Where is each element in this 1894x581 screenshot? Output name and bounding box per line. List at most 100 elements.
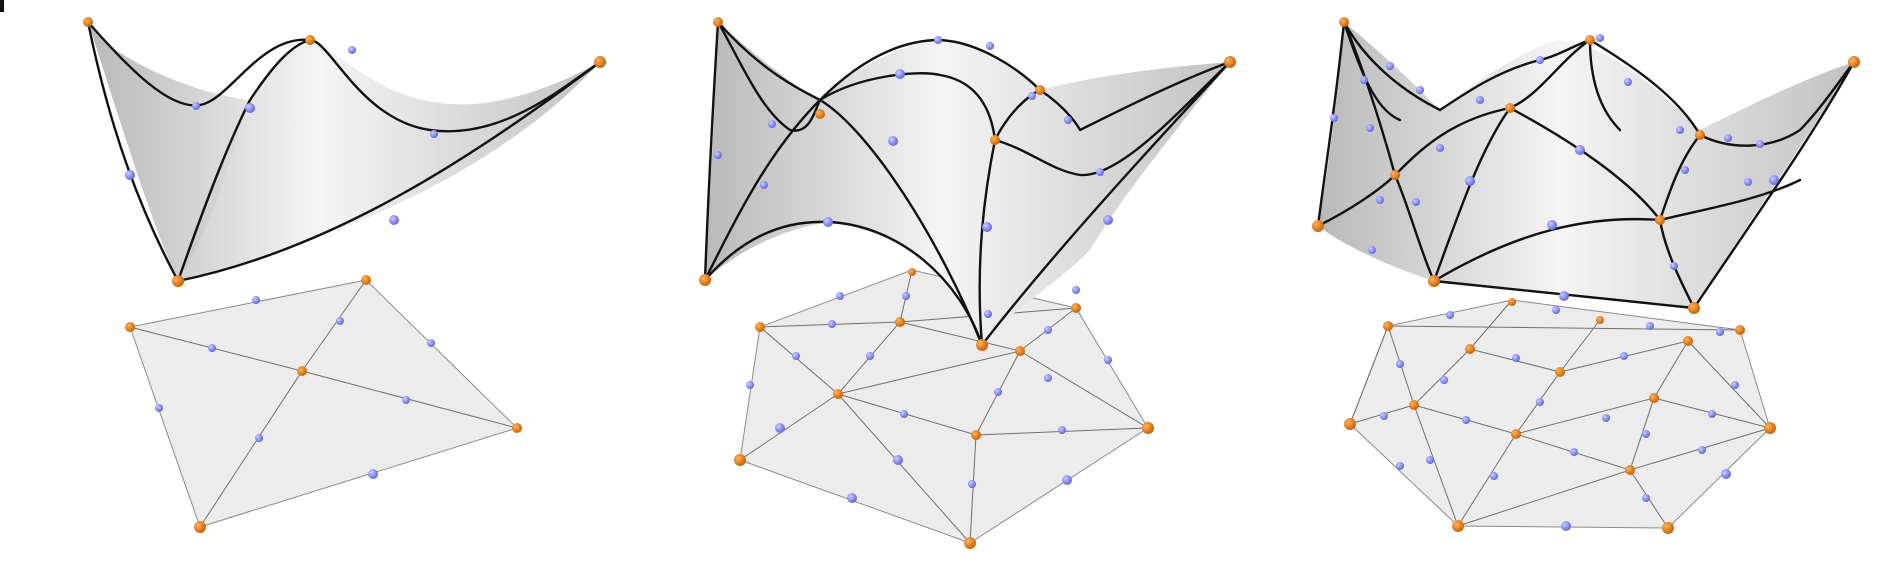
panel-3-surface [1316, 20, 1856, 310]
panel-1-surface-edge [86, 20, 312, 107]
blue-midpoint-icon [1062, 475, 1072, 485]
blue-midpoint-icon [1769, 175, 1779, 185]
blue-midpoint-icon [125, 170, 135, 180]
orange-vertex-icon [1015, 346, 1025, 356]
orange-vertex-icon [1383, 321, 1393, 331]
blue-midpoint-icon [1044, 374, 1052, 382]
orange-vertex-icon [1848, 56, 1860, 68]
blue-midpoint-icon [1103, 215, 1113, 225]
panel-1-vertices [83, 17, 606, 533]
orange-vertex-icon [990, 135, 1000, 145]
blue-midpoint-icon [982, 222, 992, 232]
panel-2-mesh-edge [899, 321, 1021, 352]
blue-midpoint-icon [208, 344, 216, 352]
blue-midpoint-icon [994, 388, 1002, 396]
panel-2-surface-edge [978, 88, 1042, 347]
blue-midpoint-icon [1602, 414, 1610, 422]
blue-midpoint-icon [1462, 416, 1470, 424]
panel-3 [1312, 17, 1860, 534]
orange-vertex-icon [125, 322, 135, 332]
blue-midpoint-icon [714, 151, 722, 159]
panel-3-mesh-edge [1559, 319, 1601, 373]
blue-midpoint-icon [430, 130, 438, 138]
panel-3-surface-edge [1658, 133, 1702, 222]
panel-1-surface-edge [308, 38, 602, 133]
panel-3-surface-edge [1316, 20, 1346, 228]
panel-3-surface-edge [1342, 20, 1402, 122]
blue-midpoint-icon [1058, 426, 1066, 434]
orange-vertex-icon [1508, 298, 1516, 306]
panel-2-mesh-edge [1019, 350, 1149, 429]
blue-midpoint-icon [1396, 360, 1404, 368]
blue-midpoint-icon [245, 103, 255, 113]
orange-vertex-icon [1339, 17, 1349, 27]
blue-midpoint-icon [1368, 246, 1376, 254]
panel-2-surface-edge [1038, 60, 1232, 132]
orange-vertex-icon [1142, 422, 1154, 434]
panel-2-surface-edge [716, 20, 822, 102]
panel-2-surface-edge [993, 60, 1232, 177]
blue-midpoint-icon [1570, 448, 1578, 456]
panel-3-mesh-edge [1413, 404, 1459, 527]
blue-midpoint-icon [1440, 376, 1448, 384]
blue-midpoint-icon [1547, 220, 1557, 230]
orange-vertex-icon [361, 275, 371, 285]
blue-midpoint-icon [348, 46, 356, 54]
blue-midpoint-icon [1044, 326, 1052, 334]
orange-vertex-icon [964, 537, 976, 549]
blue-midpoint-icon [895, 69, 905, 79]
blue-midpoint-icon [847, 493, 857, 503]
blue-midpoint-icon [768, 120, 776, 128]
blue-midpoint-icon [746, 381, 754, 389]
blue-midpoint-icon [1620, 352, 1628, 360]
blue-midpoint-icon [986, 42, 994, 50]
panel-3-surface-edge [1438, 38, 1592, 112]
orange-vertex-icon [1035, 85, 1045, 95]
blue-midpoint-icon [984, 310, 992, 318]
blue-midpoint-icon [1366, 124, 1374, 132]
blue-midpoint-icon [368, 469, 378, 479]
blue-midpoint-icon [1536, 56, 1544, 64]
orange-vertex-icon [734, 454, 746, 466]
blue-midpoint-icon [1446, 311, 1454, 319]
orange-vertex-icon [1555, 367, 1565, 377]
panel-1-mesh-edge [129, 326, 303, 372]
blue-midpoint-icon [792, 352, 800, 360]
blue-midpoint-icon [775, 423, 785, 433]
orange-vertex-icon [1649, 393, 1659, 403]
panel-3-mesh-edge [1457, 469, 1631, 527]
panel-3-mesh-edge [1387, 325, 1741, 331]
blue-midpoint-icon [1536, 398, 1544, 406]
blue-midpoint-icon [389, 215, 399, 225]
blue-midpoint-icon [1028, 92, 1036, 100]
blue-midpoint-icon [934, 36, 942, 44]
blue-midpoint-icon [1744, 178, 1752, 186]
blue-midpoint-icon [1465, 176, 1475, 186]
blue-midpoint-icon [1064, 116, 1072, 124]
blue-midpoint-icon [1386, 62, 1394, 70]
panel-3-mesh-edge [1515, 397, 1655, 435]
panel-3-mesh-edge [1457, 433, 1517, 527]
panel-2-surface-edge [703, 98, 822, 282]
orange-vertex-icon [305, 35, 315, 45]
panel-1-surface-edge [176, 60, 602, 283]
orange-vertex-icon [755, 322, 765, 332]
orange-vertex-icon [1655, 215, 1665, 225]
blue-midpoint-icon [1756, 140, 1764, 148]
panel-1-flat-mesh [129, 279, 518, 528]
blue-midpoint-icon [1642, 494, 1650, 502]
blue-midpoint-icon [1676, 126, 1684, 134]
blue-midpoint-icon [893, 455, 903, 465]
panel-3-surface-edge [1658, 178, 1802, 222]
panel-1-surface-patch [88, 22, 600, 281]
orange-vertex-icon [1452, 520, 1464, 532]
orange-vertex-icon [1505, 103, 1515, 113]
blue-midpoint-icon [1559, 291, 1569, 301]
orange-vertex-icon [1344, 418, 1356, 430]
panel-2 [699, 17, 1236, 549]
orange-vertex-icon [1683, 336, 1693, 346]
blue-midpoint-icon [1376, 196, 1384, 204]
orange-vertex-icon [895, 317, 905, 327]
orange-vertex-icon [699, 274, 711, 286]
